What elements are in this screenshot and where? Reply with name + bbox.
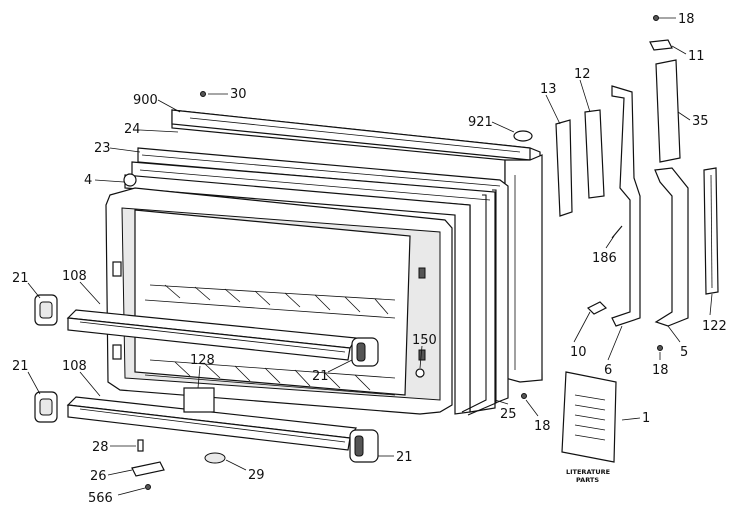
part-12 xyxy=(584,109,605,199)
label-13: 13 xyxy=(540,82,557,97)
label-18-top: 18 xyxy=(678,12,695,27)
part-29 xyxy=(204,452,226,464)
label-11: 11 xyxy=(688,49,705,64)
label-35: 35 xyxy=(692,114,709,129)
literature-text-line1: LITERATURE xyxy=(566,468,610,476)
label-18-mid: 18 xyxy=(652,363,669,378)
label-29: 29 xyxy=(248,468,265,483)
label-26: 26 xyxy=(90,469,107,484)
part-labels: 900 30 24 23 4 21 108 21 108 28 26 566 2… xyxy=(12,12,727,506)
label-921: 921 xyxy=(468,115,493,130)
part-26 xyxy=(131,461,165,477)
label-186: 186 xyxy=(592,251,617,266)
end-cap-right-upper xyxy=(351,337,379,367)
label-23: 23 xyxy=(94,141,111,156)
label-10: 10 xyxy=(570,345,587,360)
part-150 xyxy=(415,368,425,378)
label-21-right-lower: 21 xyxy=(396,450,413,465)
label-150: 150 xyxy=(412,333,437,348)
screw-18-bottom xyxy=(521,393,527,399)
part-5 xyxy=(654,167,689,327)
screw-566 xyxy=(145,484,151,490)
end-cap-left-upper xyxy=(34,294,58,326)
literature-text-line2: PARTS xyxy=(576,476,599,484)
label-25: 25 xyxy=(500,407,517,422)
label-28: 28 xyxy=(92,440,109,455)
label-122: 122 xyxy=(702,319,727,334)
part-28 xyxy=(137,439,144,452)
label-12: 12 xyxy=(574,67,591,82)
screw-18-top xyxy=(653,15,659,21)
inner-door-liner xyxy=(105,187,453,415)
label-24: 24 xyxy=(124,122,141,137)
part-122 xyxy=(703,167,719,295)
label-4: 4 xyxy=(84,173,92,188)
part-13 xyxy=(555,119,573,217)
label-6: 6 xyxy=(604,363,612,378)
end-cap-right-lower xyxy=(349,429,379,463)
lower-shelf-ridges xyxy=(144,359,396,396)
label-21-left-upper: 21 xyxy=(12,271,29,286)
label-900: 900 xyxy=(133,93,158,108)
label-108-lower: 108 xyxy=(62,359,87,374)
part-35 xyxy=(655,59,681,163)
part-10 xyxy=(586,301,608,315)
label-566: 566 xyxy=(88,491,113,506)
label-1: 1 xyxy=(642,411,650,426)
label-21-right-upper: 21 xyxy=(312,369,329,384)
upper-shelf-ridges xyxy=(144,284,396,319)
part-6 xyxy=(611,85,641,327)
label-21-left-lower: 21 xyxy=(12,359,29,374)
gasket-25 xyxy=(461,189,497,416)
small-parts xyxy=(131,15,673,490)
shelf-bar-lower xyxy=(66,396,357,451)
part-128 xyxy=(183,387,215,413)
label-30: 30 xyxy=(230,87,247,102)
part-921 xyxy=(513,130,533,142)
end-caps xyxy=(34,294,379,463)
screw-18-mid xyxy=(657,345,663,351)
literature-booklet: LITERATURE PARTS xyxy=(561,371,617,484)
label-128: 128 xyxy=(190,353,215,368)
part-11 xyxy=(649,39,673,51)
label-5: 5 xyxy=(680,345,688,360)
leader-lines xyxy=(27,17,713,496)
label-108-upper: 108 xyxy=(62,269,87,284)
end-cap-left-lower xyxy=(34,391,58,423)
vertical-parts xyxy=(555,59,719,327)
screw-30 xyxy=(200,91,206,97)
label-18-bottom: 18 xyxy=(534,419,551,434)
